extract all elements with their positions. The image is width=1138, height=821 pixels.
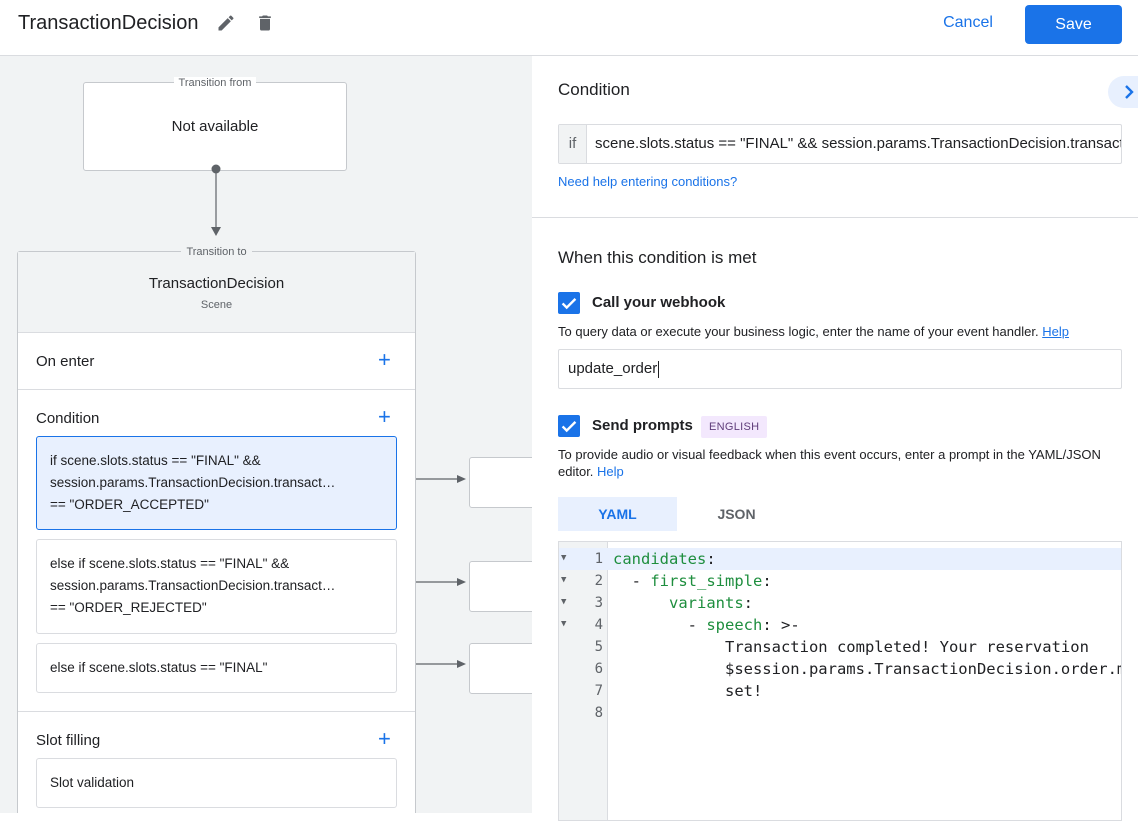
code-line[interactable]: ▼ 3 variants: xyxy=(561,594,753,612)
target-node-stub[interactable] xyxy=(469,643,532,694)
call-webhook-checkbox[interactable] xyxy=(558,292,580,314)
send-prompts-label: Send prompts xyxy=(592,417,693,434)
condition-label: Condition xyxy=(36,410,100,427)
on-enter-label: On enter xyxy=(36,353,95,370)
condition-item[interactable]: else if scene.slots.status == "FINAL" xyxy=(36,643,397,693)
delete-trash-icon[interactable] xyxy=(255,13,275,33)
tab-json[interactable]: JSON xyxy=(717,506,756,522)
webhook-handler-input[interactable]: update_order xyxy=(558,349,1122,389)
code-line[interactable]: ▼ 2 - first_simple: xyxy=(561,572,772,590)
add-on-enter-plus-icon[interactable]: + xyxy=(378,347,391,372)
yaml-code-editor[interactable]: ▼ 1 candidates: ▼ 2 - first_simple: ▼ 3 … xyxy=(558,541,1122,821)
edit-pencil-icon[interactable] xyxy=(216,13,236,33)
condition-panel: Condition if scene.slots.status == "FINA… xyxy=(532,56,1138,821)
condition-title: Condition xyxy=(558,80,630,99)
target-node-stub[interactable] xyxy=(469,561,532,612)
collapse-panel-button[interactable] xyxy=(1108,76,1138,108)
prompts-help-link[interactable]: Help xyxy=(597,464,624,479)
text-caret xyxy=(658,360,660,378)
code-line[interactable]: 6 $session.params.TransactionDecision.or… xyxy=(594,660,1121,678)
transition-to-caption: Transition to xyxy=(181,246,252,258)
arrow-right-icon xyxy=(457,578,466,586)
target-node-stub[interactable] xyxy=(469,457,532,508)
check-icon xyxy=(561,298,577,310)
arrow-right-icon xyxy=(457,660,466,668)
scene-title: TransactionDecision xyxy=(18,12,199,34)
condition-item[interactable]: else if scene.slots.status == "FINAL" &&… xyxy=(36,539,397,634)
flow-canvas[interactable]: Transition from Not available Transition… xyxy=(0,56,532,813)
help-conditions-link[interactable]: Need help entering conditions? xyxy=(558,174,738,189)
code-line[interactable]: ▼ 4 - speech: >- xyxy=(561,616,800,634)
transition-from-box: Transition from Not available xyxy=(83,77,347,171)
scene-card-header[interactable]: Transition to TransactionDecision Scene xyxy=(18,246,415,333)
code-line[interactable]: ▼ 1 candidates: xyxy=(559,548,1121,570)
code-line[interactable]: 7 set! xyxy=(594,682,763,700)
code-line[interactable]: 5 Transaction completed! Your reservatio… xyxy=(594,638,1089,656)
slot-filling-label: Slot filling xyxy=(36,732,101,749)
fold-arrow-icon[interactable]: ▼ xyxy=(561,619,567,629)
scene-type: Scene xyxy=(200,299,233,311)
save-button[interactable]: Save xyxy=(1025,5,1122,44)
add-slot-plus-icon[interactable]: + xyxy=(378,726,391,751)
tab-yaml[interactable]: YAML xyxy=(558,497,677,531)
fold-arrow-icon[interactable]: ▼ xyxy=(561,597,567,607)
fold-arrow-icon[interactable]: ▼ xyxy=(561,575,567,585)
if-prefix: if xyxy=(559,125,587,163)
check-icon xyxy=(561,421,577,433)
call-webhook-label: Call your webhook xyxy=(592,294,726,311)
transition-from-caption: Transition from xyxy=(173,77,257,89)
condition-expression-field[interactable]: if scene.slots.status == "FINAL" && sess… xyxy=(558,124,1122,164)
cancel-button[interactable]: Cancel xyxy=(943,14,993,31)
slot-validation-item[interactable]: Slot validation xyxy=(36,758,397,808)
when-met-title: When this condition is met xyxy=(558,248,757,267)
editor-gutter xyxy=(559,542,608,820)
header-bar: TransactionDecision Cancel Save xyxy=(0,0,1138,56)
arrow-down-icon xyxy=(211,227,221,236)
webhook-hint: To query data or execute your business l… xyxy=(558,324,1069,339)
send-prompts-checkbox[interactable] xyxy=(558,415,580,437)
transition-from-value: Not available xyxy=(171,118,259,135)
condition-item-selected[interactable]: if scene.slots.status == "FINAL" && sess… xyxy=(36,436,397,530)
fold-arrow-icon[interactable]: ▼ xyxy=(561,553,567,563)
chevron-right-icon xyxy=(1125,85,1134,99)
code-line[interactable]: 8 xyxy=(594,705,603,721)
prompts-hint: To provide audio or visual feedback when… xyxy=(558,447,1101,479)
webhook-help-link[interactable]: Help xyxy=(1042,324,1069,339)
scene-name: TransactionDecision xyxy=(148,275,285,292)
language-badge: ENGLISH xyxy=(701,416,768,438)
scene-card: Transition to TransactionDecision Scene … xyxy=(17,246,416,813)
condition-expression-value[interactable]: scene.slots.status == "FINAL" && session… xyxy=(595,135,1122,152)
add-condition-plus-icon[interactable]: + xyxy=(378,404,391,429)
arrow-right-icon xyxy=(457,475,466,483)
